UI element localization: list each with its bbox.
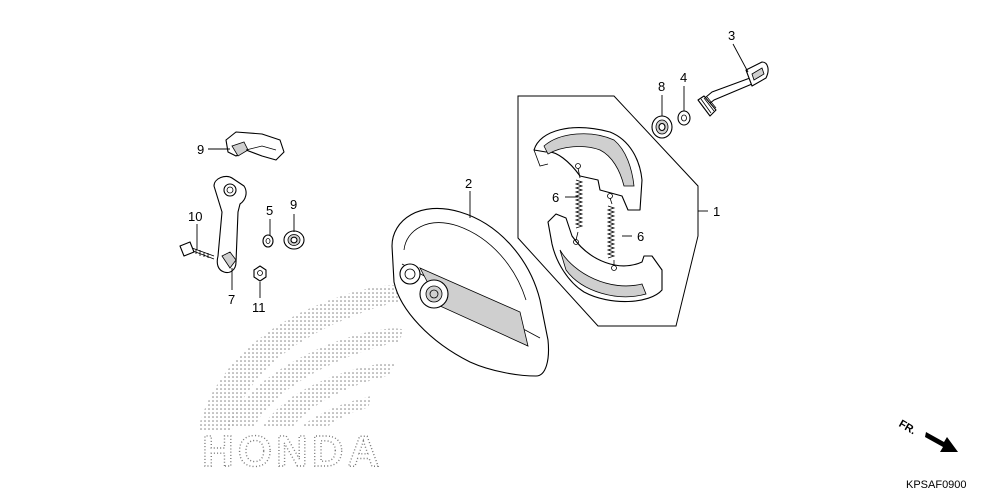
callout-4: 4 xyxy=(680,70,687,85)
callouts: 9 10 7 5 9 11 2 6 6 1 8 4 3 xyxy=(188,28,735,315)
arrow-icon xyxy=(925,432,958,452)
callout-10: 10 xyxy=(188,209,202,224)
callout-9-right: 8 xyxy=(658,79,665,94)
part-9-bearing-right xyxy=(651,115,673,139)
brake-shoe-upper xyxy=(533,127,643,211)
leader-lines xyxy=(196,43,749,298)
part-9-bearing-left xyxy=(283,230,305,250)
brake-shoe-lower xyxy=(547,213,663,303)
part-1-assembly-frame xyxy=(517,95,699,327)
callout-5: 5 xyxy=(266,203,273,218)
callout-3: 3 xyxy=(728,28,735,43)
part-5-washer xyxy=(262,234,274,248)
direction-label: FR. xyxy=(897,418,918,437)
part-7-brake-arm xyxy=(213,175,247,274)
callout-7: 7 xyxy=(228,292,235,307)
part-8-cover xyxy=(225,131,285,161)
part-10-bolt xyxy=(179,241,215,260)
watermark-text: HONDA xyxy=(202,427,383,476)
part-6-spring-upper xyxy=(573,163,584,245)
front-direction-indicator: FR. xyxy=(897,418,958,452)
callout-2: 2 xyxy=(465,176,472,191)
part-3-brake-cam xyxy=(697,61,769,117)
callout-1: 1 xyxy=(713,204,720,219)
part-6-spring-lower xyxy=(606,193,617,271)
part-2-brake-panel xyxy=(391,207,550,377)
drawing-code: KPSAF0900 xyxy=(906,479,967,491)
callout-9-left: 9 xyxy=(290,197,297,212)
part-11-nut xyxy=(253,265,267,282)
callout-6-lower: 6 xyxy=(637,229,644,244)
callout-6-upper: 6 xyxy=(552,190,559,205)
part-4-washer xyxy=(677,110,691,126)
callout-11: 11 xyxy=(252,300,266,315)
callout-8: 9 xyxy=(197,142,204,157)
honda-wing-logo: HONDA xyxy=(198,285,410,477)
